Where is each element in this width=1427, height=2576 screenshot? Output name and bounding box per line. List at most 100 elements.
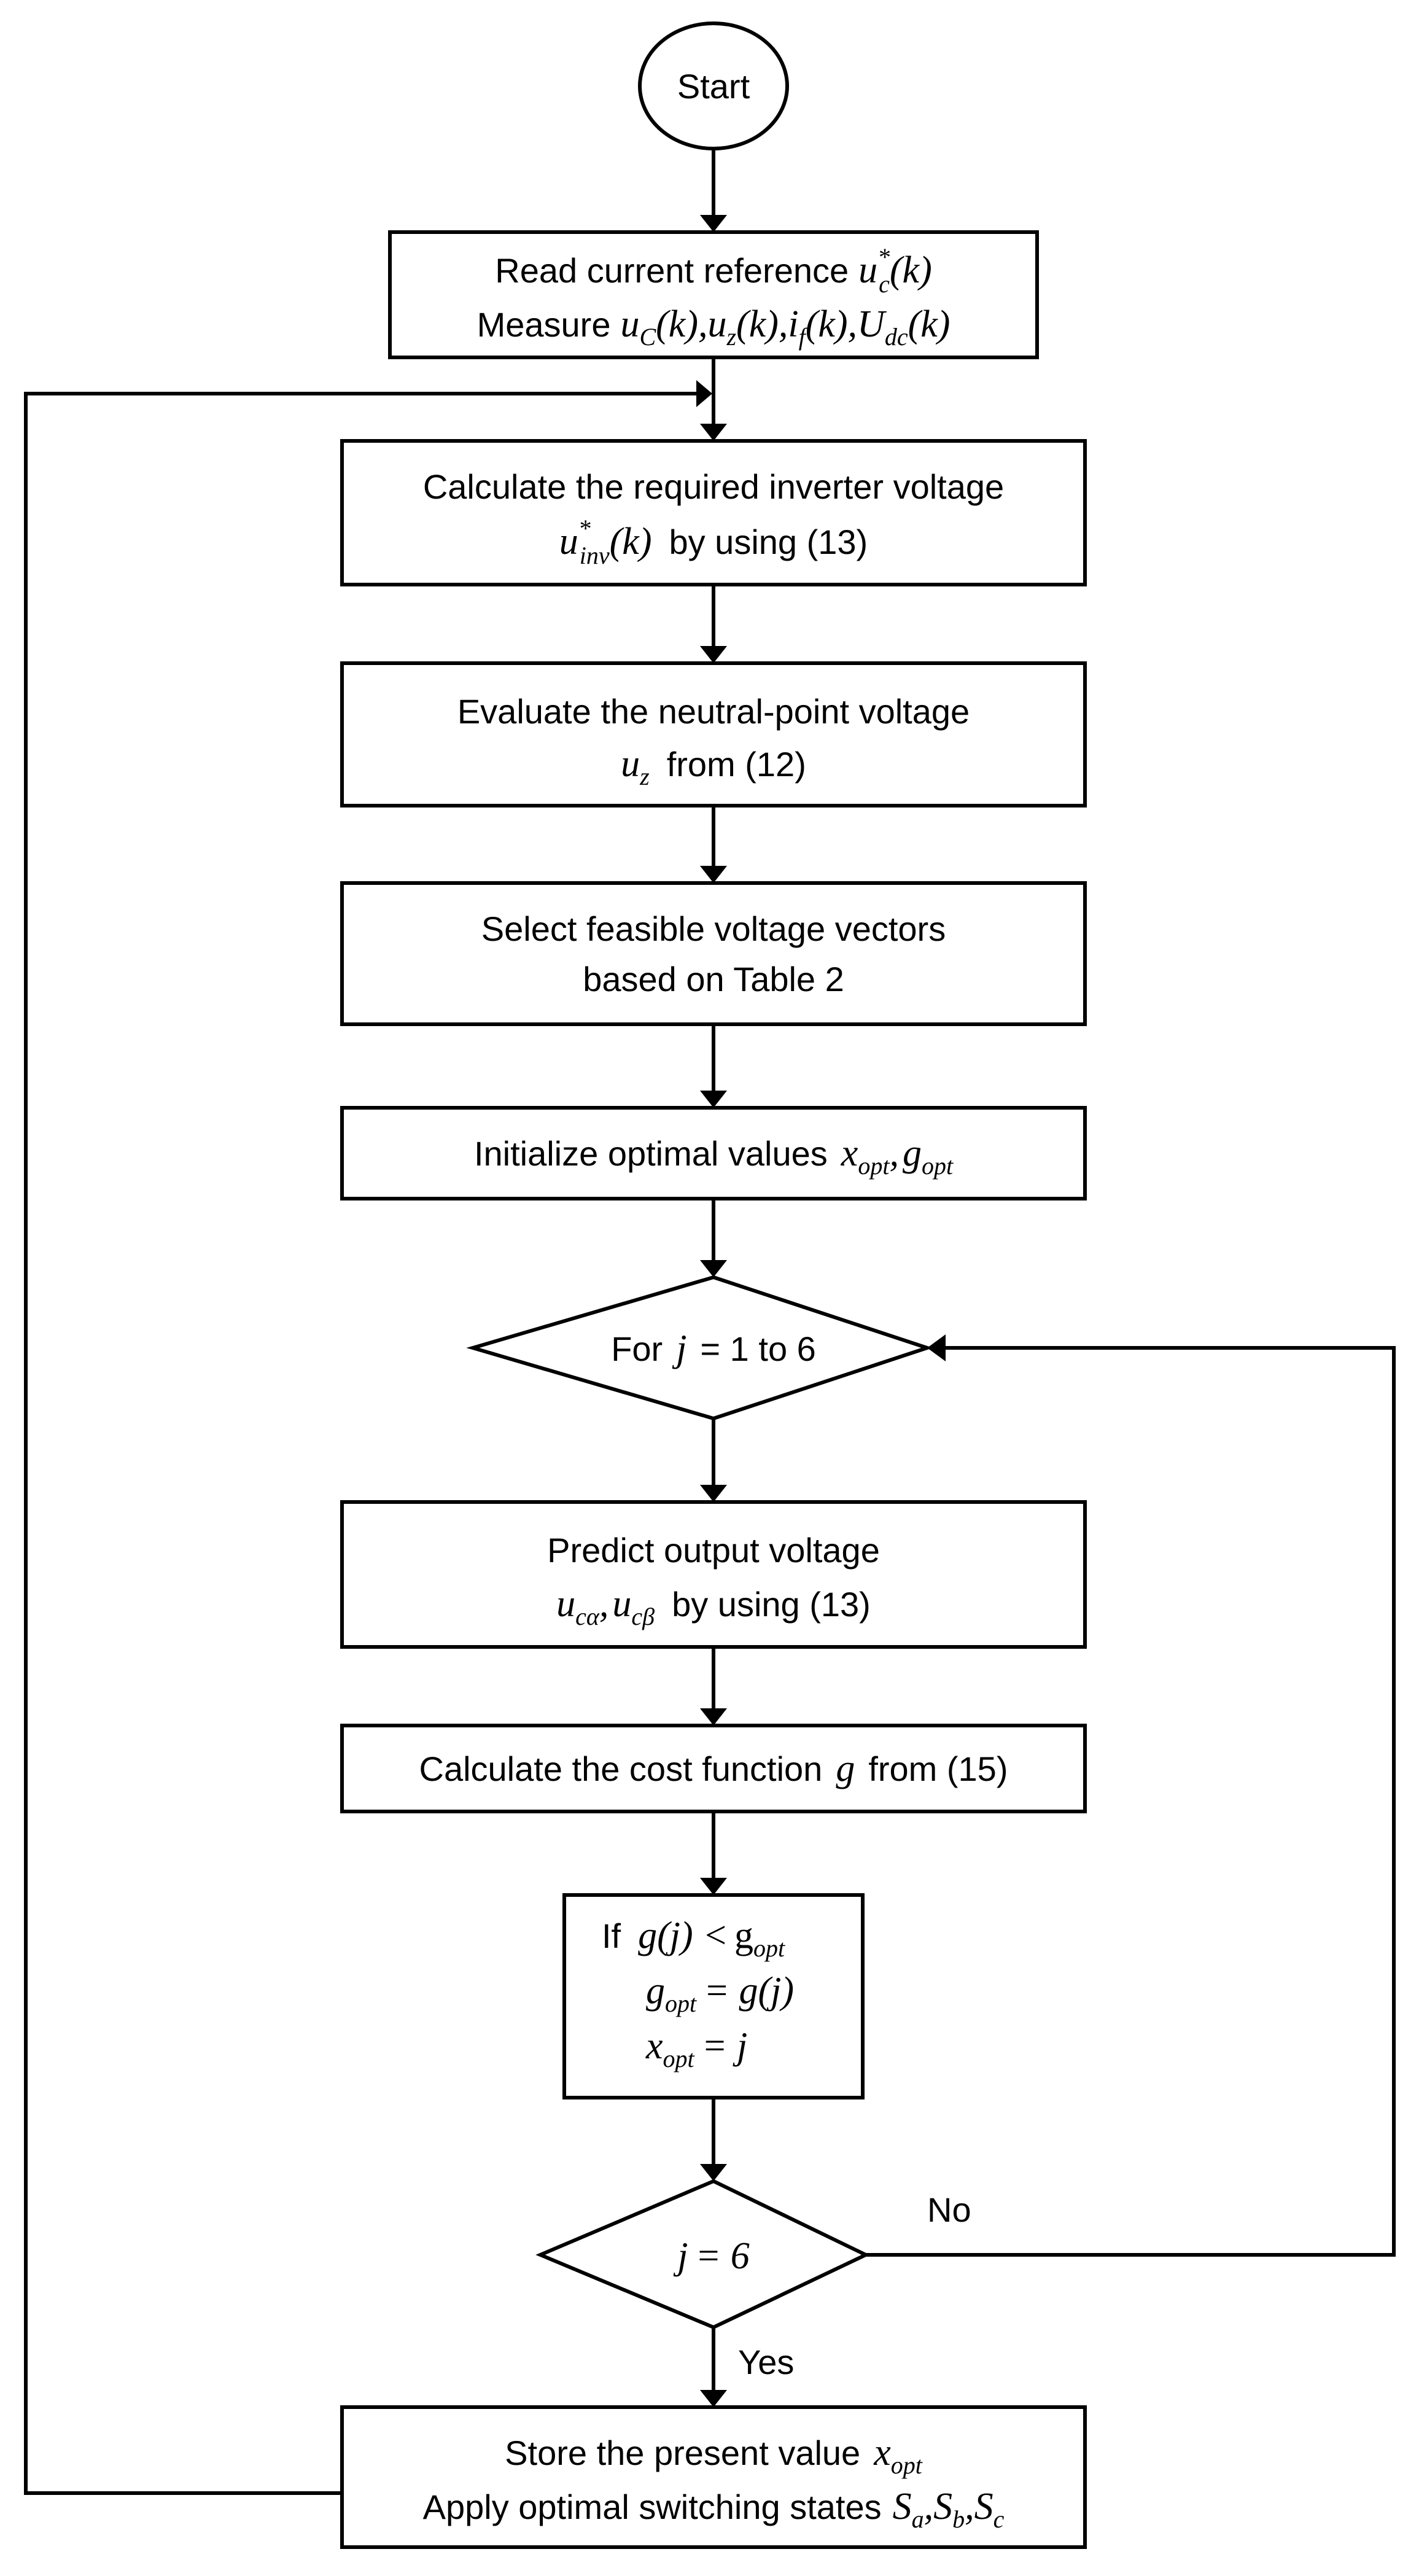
check-rhs: = 6 xyxy=(695,2235,749,2277)
arrowhead-predict xyxy=(700,1485,727,1502)
loop-prefix: For xyxy=(611,1329,663,1368)
init-gopt-base: g xyxy=(903,1132,922,1174)
edge-outer-return xyxy=(24,392,696,2495)
arrowhead-loopback xyxy=(927,1334,946,1361)
store-xopt-base: x xyxy=(873,2432,891,2473)
arrowhead-init xyxy=(700,1091,727,1108)
predict-line2-text: by using (13) xyxy=(672,1585,871,1624)
start-ellipse xyxy=(638,21,789,150)
meas-Udc-sub: dc xyxy=(885,323,908,351)
meas-uz-arg: (k), xyxy=(736,303,788,345)
edge-no-loopback xyxy=(866,1346,1396,2257)
ucb-sub: cβ xyxy=(631,1603,655,1630)
sa-base: S xyxy=(893,2486,912,2527)
edge-label-yes: Yes xyxy=(738,2343,794,2381)
if-rect xyxy=(562,1893,865,2099)
sb-arg: , xyxy=(965,2486,974,2527)
if-keyword: If xyxy=(602,1916,621,1955)
if-cond-rhs-base: g xyxy=(734,1915,753,1956)
arrowhead-outer-return xyxy=(696,380,712,407)
edge-label-no: No xyxy=(927,2190,971,2229)
read-line2-text: Measure xyxy=(477,305,611,344)
init-xopt-base: x xyxy=(841,1132,858,1174)
select-line2: based on Table 2 xyxy=(583,960,844,998)
read-line1-text: Read current reference xyxy=(495,251,849,290)
if-assign2-rhs: = j xyxy=(702,2025,748,2067)
uca-sub: cα xyxy=(575,1603,600,1630)
check-label: j= 6 xyxy=(673,2235,750,2277)
meas-Udc-base: U xyxy=(857,303,887,345)
if-cond-rhs-sub: opt xyxy=(753,1934,785,1962)
if-assign1-base: g xyxy=(646,1970,665,2012)
meas-Udc-arg: (k) xyxy=(908,303,951,345)
meas-uC-sub: C xyxy=(639,323,656,351)
check-decision: j= 6 xyxy=(535,2179,870,2330)
start-label: Start xyxy=(677,67,750,106)
meas-uC-base: u xyxy=(620,303,639,345)
if-assign2-sub: opt xyxy=(663,2045,695,2072)
read-uc-arg: (k) xyxy=(890,249,932,291)
uca-arg: , xyxy=(599,1583,609,1625)
calc-inverter-box: Calculate the required inverter voltage … xyxy=(340,439,1087,586)
meas-if-base: i xyxy=(788,303,798,345)
predict-line1: Predict output voltage xyxy=(547,1531,880,1570)
if-assign1-sub: opt xyxy=(665,1990,697,2017)
sc-sub: c xyxy=(993,2505,1005,2533)
calc-inverter-line2-text: by using (13) xyxy=(669,523,868,561)
uz-base: u xyxy=(621,743,640,785)
if-assign2-base: x xyxy=(645,2025,663,2067)
predict-rect xyxy=(340,1500,1087,1649)
meas-uz-base: u xyxy=(707,303,726,345)
cost-rect xyxy=(340,1724,1087,1813)
connectors xyxy=(24,149,1396,2495)
arrowhead-neutral xyxy=(700,646,727,663)
arrowhead-store xyxy=(700,2390,727,2407)
meas-uC-arg: (k), xyxy=(656,303,707,345)
init-xopt-sub: opt xyxy=(858,1152,890,1180)
uinv-arg: (k) xyxy=(610,521,652,562)
store-xopt-sub: opt xyxy=(891,2451,923,2479)
arrowhead-read xyxy=(700,215,727,232)
arrowhead-loop xyxy=(700,1260,727,1277)
if-line3: xopt = j xyxy=(645,2025,747,2072)
select-line1: Select feasible voltage vectors xyxy=(481,909,946,948)
select-rect xyxy=(340,881,1087,1026)
if-assign1-rhs: = g(j) xyxy=(704,1970,794,2012)
arrowhead-select xyxy=(700,866,727,883)
if-line2: gopt = g(j) xyxy=(646,1970,794,2017)
uinv-sup: * xyxy=(578,515,591,542)
calc-inverter-rect xyxy=(340,439,1087,586)
meas-if-arg: (k), xyxy=(806,303,857,345)
read-uc-sub: c xyxy=(879,270,890,298)
neutral-line2-text: from (12) xyxy=(667,745,806,784)
sc-base: S xyxy=(974,2486,993,2527)
start-node: Start xyxy=(638,21,789,150)
arrowhead-check xyxy=(700,2164,727,2181)
uinv-base: u xyxy=(559,521,578,562)
read-uc-sup: * xyxy=(877,243,890,271)
init-gopt-sub: opt xyxy=(922,1152,954,1180)
sa-arg: , xyxy=(924,2486,934,2527)
read-uc-base: u xyxy=(858,249,877,291)
sb-sub: b xyxy=(952,2505,965,2533)
arrowhead-if xyxy=(700,1878,727,1895)
store-line2-text: Apply optimal switching states xyxy=(423,2488,882,2526)
cost-var: g xyxy=(836,1748,855,1789)
